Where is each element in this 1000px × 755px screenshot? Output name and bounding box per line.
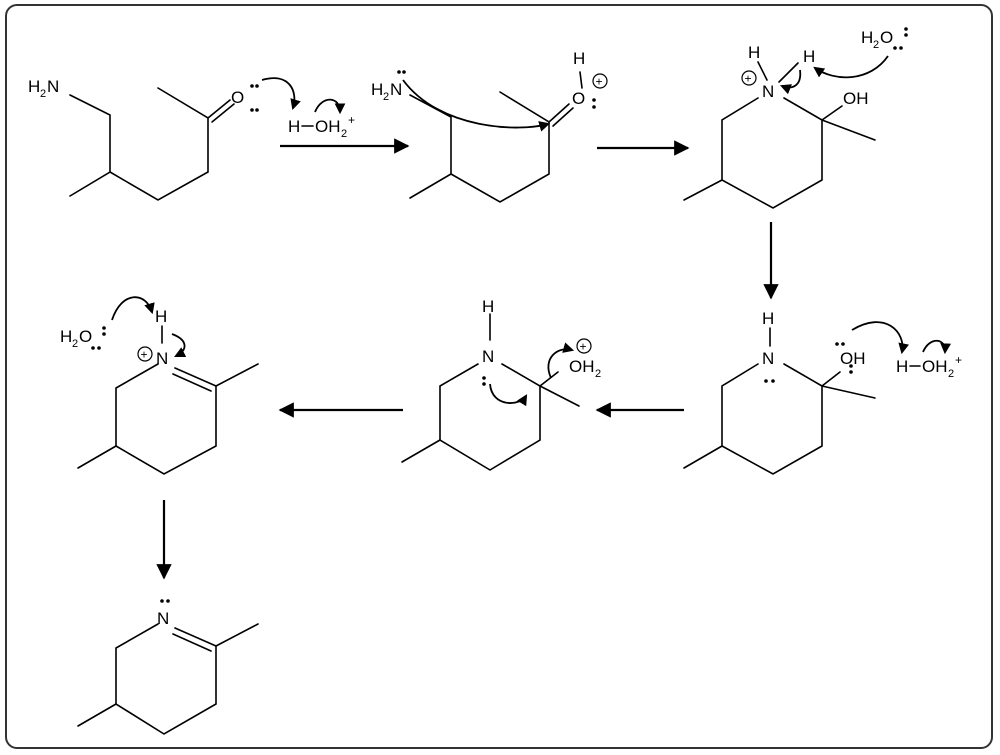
mol7-lone-pairs: [160, 599, 170, 603]
mol3-charge-circle: +: [741, 70, 757, 86]
mol6-n: N: [156, 349, 168, 368]
mol3-water-sub: 2: [873, 39, 879, 51]
mol4-n: N: [762, 349, 774, 368]
mol2-amine-n: N: [390, 80, 402, 99]
mol2-amine-h: H: [371, 80, 383, 99]
curly-arrow-n-lone-pair-pushes: [489, 383, 528, 407]
molecule-5-oxonium-hemiaminal: H N OH 2 +: [401, 297, 601, 471]
molecule-7-imine-product: N: [77, 599, 259, 735]
mol4-n-h: H: [762, 309, 774, 328]
mol5-oh-sub: 2: [595, 368, 601, 380]
curly-arrow-nh-bond-to-n: [779, 69, 802, 95]
svg-text:+: +: [141, 348, 148, 362]
svg-text:+: +: [348, 113, 355, 127]
svg-text:+: +: [580, 340, 587, 354]
mol5-lone-pairs: [482, 376, 486, 386]
acid-h3o-1: H OH 2 +: [288, 113, 355, 140]
mol4-acid-sub: 2: [948, 368, 954, 380]
mol3-n: N: [762, 82, 774, 101]
curly-arrow-water-leaves: [547, 342, 575, 379]
curly-arrow-nh-to-n: [171, 333, 187, 357]
mol3-n-h: H: [748, 43, 760, 62]
curly-arrow-n-attacks-carbonyl: [402, 79, 551, 132]
mol4-acid-h: H: [896, 357, 908, 376]
mol3-oh: OH: [843, 89, 869, 108]
svg-text:2: 2: [341, 128, 347, 140]
mol6-water-lone-pairs: [91, 326, 106, 350]
mol6-water-h: H: [60, 327, 72, 346]
mol3-water-lone-pairs: [893, 27, 908, 50]
mol7-n: N: [157, 609, 169, 628]
curly-arrow-bond-to-o: [314, 98, 346, 115]
svg-text:+: +: [745, 72, 752, 86]
svg-text:H: H: [288, 117, 300, 136]
curly-arrow-water-removes-h: [111, 296, 155, 321]
mol2-amine-sub: 2: [383, 91, 389, 103]
molecule-6-iminium: H N + H 2 O: [60, 307, 259, 475]
mol1-amine-sub: 2: [40, 88, 46, 100]
mol5-charge-circle: +: [576, 338, 592, 354]
mol6-n-h: H: [155, 307, 167, 326]
mol3-water-h: H: [861, 28, 873, 47]
mol2-lone-pairs: [397, 70, 596, 109]
mol2-oxonium-h: H: [573, 49, 585, 68]
svg-text:+: +: [596, 75, 603, 89]
diagram-frame: [5, 4, 993, 749]
mol6-water-sub: 2: [72, 338, 78, 350]
curly-arrow-oh-protonation: [851, 321, 909, 355]
mol2-oxonium-o: O: [572, 89, 585, 108]
molecule-1-amino-ketone: H 2 N O: [28, 77, 259, 201]
svg-text:OH: OH: [315, 117, 341, 136]
mol1-lone-pairs: [250, 84, 259, 112]
mol6-water-o: O: [79, 327, 92, 346]
mol5-n-h: H: [482, 297, 494, 316]
molecule-4-hemiaminal: H N OH H OH 2 +: [683, 309, 962, 475]
mol6-charge-circle: +: [137, 346, 153, 362]
curly-arrow-o-to-h: [261, 77, 301, 111]
mol1-amine-h: H: [28, 77, 40, 96]
molecule-2-protonated-ketone: H 2 N O H +: [371, 49, 608, 203]
mol2-charge-circle: +: [592, 73, 608, 89]
mol3-water-o: O: [880, 28, 893, 47]
mol5-n: N: [482, 347, 494, 366]
mol4-oh: OH: [840, 349, 866, 368]
mol3-n-h2: H: [803, 47, 815, 66]
mol4-acid-charge: +: [955, 353, 962, 367]
mol5-oh: OH: [569, 357, 595, 376]
curly-arrow-water-deprotonates: [813, 55, 889, 79]
mol4-acid-o: OH: [922, 357, 948, 376]
mol1-amine-n: N: [47, 77, 59, 96]
mol1-carbonyl-o: O: [231, 88, 244, 107]
curly-arrow-h-bond-to-o: [922, 339, 951, 355]
molecule-3-cyclic-ammonium: N H H OH + H 2 O: [683, 27, 908, 209]
mol4-lone-pairs: [764, 342, 853, 383]
